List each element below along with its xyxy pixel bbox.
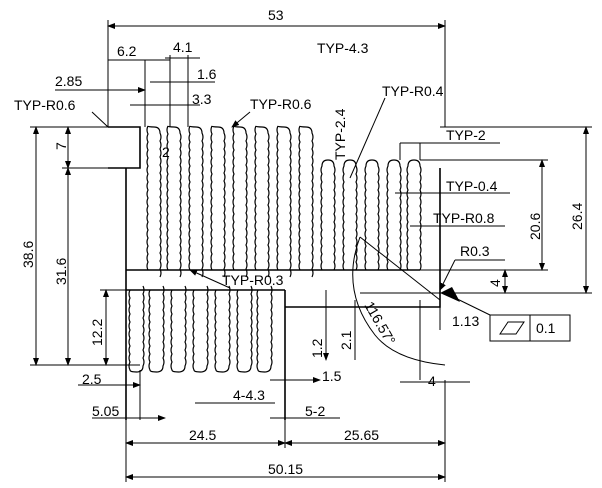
dim-26-4: 26.4 — [569, 203, 585, 230]
dim-typ-2: TYP-2 — [446, 127, 486, 143]
dim-typ-2-4: TYP-2.4 — [332, 108, 348, 160]
flatness-value: 0.1 — [536, 320, 556, 336]
dim-53: 53 — [268, 7, 284, 23]
dim-5-2: 5-2 — [305, 403, 325, 419]
fin — [214, 285, 231, 373]
fin — [364, 159, 380, 271]
fin — [320, 159, 336, 271]
dim-25-65: 25.65 — [344, 427, 379, 443]
fin — [148, 285, 165, 373]
fin — [170, 285, 187, 373]
dim-4-4-3: 4-4.3 — [233, 387, 265, 403]
dim-5-05: 5.05 — [92, 403, 119, 419]
dim-typ-r0-6-mid: TYP-R0.6 — [250, 96, 312, 112]
dim-31-6: 31.6 — [53, 258, 69, 285]
dim-typ-r0-6-left: TYP-R0.6 — [14, 97, 76, 113]
dim-50-15: 50.15 — [268, 461, 303, 477]
dim-6-2: 6.2 — [117, 43, 137, 59]
dim-4-right: 4 — [487, 279, 503, 287]
dim-typ-r0-4-top: TYP-R0.4 — [382, 83, 444, 99]
dim-2-85: 2.85 — [55, 73, 82, 89]
dim-24-5: 24.5 — [189, 427, 216, 443]
fin — [386, 159, 402, 271]
bottom-fins — [128, 285, 273, 373]
dim-20-6: 20.6 — [527, 213, 543, 240]
dim-typ-0-4: TYP-0.4 — [446, 178, 498, 194]
dim-1-6: 1.6 — [197, 66, 217, 82]
dim-4-1: 4.1 — [173, 39, 193, 55]
right-fins — [320, 159, 422, 271]
dim-typ-4-3: TYP-4.3 — [317, 40, 369, 56]
dim-38-6: 38.6 — [20, 241, 36, 268]
fin — [342, 159, 358, 271]
dim-3-3: 3.3 — [192, 91, 212, 107]
fin — [236, 285, 253, 373]
fin — [232, 125, 248, 278]
dim-7: 7 — [53, 142, 69, 150]
feature-control-frame: 0.1 — [489, 314, 571, 342]
fin — [276, 125, 292, 278]
fin — [128, 285, 145, 373]
dimension-lines — [30, 20, 592, 482]
fin — [146, 125, 162, 278]
dim-1-13: 1.13 — [452, 313, 479, 329]
fin — [192, 285, 209, 373]
dim-2-1: 2.1 — [338, 330, 354, 350]
dim-12-2: 12.2 — [89, 319, 105, 346]
fin — [254, 125, 270, 278]
dim-r0-3: R0.3 — [460, 243, 490, 259]
fin — [406, 159, 422, 271]
dim-1-2: 1.2 — [309, 338, 325, 358]
dim-1-5: 1.5 — [322, 368, 342, 384]
dimension-texts: 53 6.2 4.1 2.85 1.6 3.3 TYP-R0.6 TYP-R0.… — [14, 7, 585, 477]
fin — [210, 125, 226, 278]
fin — [188, 125, 204, 278]
flatness-icon — [499, 321, 525, 335]
dim-2: 2 — [162, 144, 170, 160]
dim-4-bottom: 4 — [428, 373, 436, 389]
fin — [166, 125, 182, 278]
dim-typ-r0-3: TYP-R0.3 — [222, 272, 284, 288]
dim-2-5: 2.5 — [82, 371, 102, 387]
fin — [256, 285, 273, 373]
top-fins — [146, 125, 314, 278]
fin — [298, 125, 314, 278]
dim-typ-r0-8: TYP-R0.8 — [433, 210, 495, 226]
